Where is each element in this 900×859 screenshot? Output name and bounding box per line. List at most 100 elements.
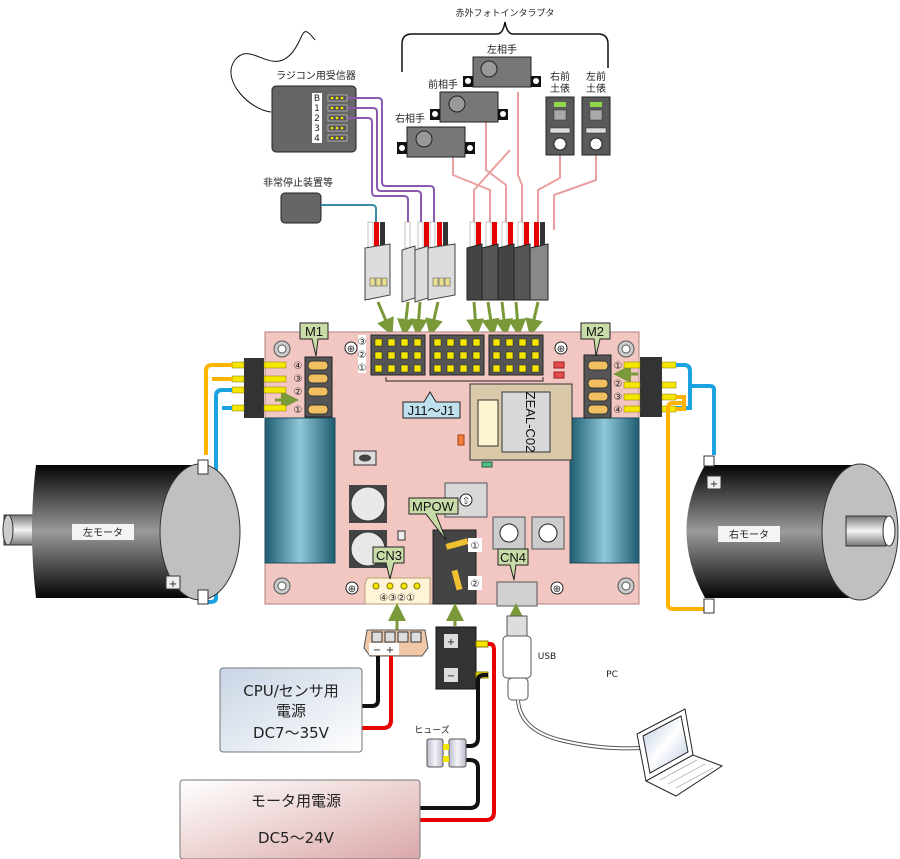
pc-laptop-icon (636, 708, 724, 797)
header-pin (387, 338, 396, 347)
mpow-callout: MPOW (408, 497, 459, 541)
cn3-pins: ④③②① (379, 593, 415, 604)
cpu-supply-line3: DC7〜35V (253, 724, 330, 742)
fuse-label: ヒューズ (414, 724, 450, 736)
ring-right-label-1: 右前 (550, 70, 570, 83)
emergency-stop-device (280, 192, 322, 224)
servo-plugs-white (364, 221, 456, 303)
header-pin (433, 338, 442, 347)
mpow-connector: ① ② (432, 529, 482, 605)
fuse: ヒューズ (414, 724, 467, 768)
mpow-pin-1: ① (471, 541, 480, 552)
header-pin (400, 338, 409, 347)
header-pin (374, 338, 383, 347)
m1-label: M1 (305, 324, 323, 339)
sensor-left-opponent-label: 左相手 (487, 43, 517, 56)
header-pin (492, 338, 501, 347)
header-pin (446, 338, 455, 347)
header-pin (492, 364, 501, 373)
mpow-label: MPOW (412, 499, 455, 514)
usb-label: USB (538, 652, 556, 662)
sensor-wires (452, 92, 597, 230)
mpow-plug: + − (435, 626, 489, 690)
left-motor: 左モータ + (2, 459, 241, 605)
header-pin (446, 351, 455, 360)
svg-text:⊕: ⊕ (557, 344, 565, 355)
receiver-channel-3: 3 (314, 124, 320, 134)
header-pin (472, 351, 481, 360)
svg-text:⊕: ⊕ (348, 584, 356, 595)
emergency-stop-label: 非常停止装置等 (263, 176, 333, 189)
m2-pin-3: ③ (614, 392, 623, 403)
ring-left-label-1: 左前 (586, 70, 606, 83)
header-pin (433, 351, 442, 360)
header-pin (531, 351, 540, 360)
cn4-usb-port (496, 581, 538, 607)
receiver-label: ラジコン用受信器 (276, 70, 356, 82)
cn4-label: CN4 (500, 550, 526, 565)
left-motor-plus: + (169, 579, 177, 590)
motor-power-supply: モータ用電源 DC5〜24V (179, 779, 421, 859)
reset-button-knob (359, 454, 371, 462)
m1-connector: ④ ③ ② ① (275, 356, 333, 418)
m2-pin-1: ① (614, 361, 623, 372)
cn3-callout: CN3 (372, 546, 405, 580)
motor-supply-line2: DC5〜24V (258, 829, 335, 847)
sensor-right-front-ring: 右前 土俵 (545, 70, 575, 156)
cn3-label: CN3 (376, 548, 402, 563)
pc-label: PC (606, 670, 618, 680)
header-pin (433, 364, 442, 373)
mpow-plug-plus: + (447, 637, 455, 648)
sensor-group-label: 赤外フォトインタラプタ (455, 7, 554, 19)
m2-label: M2 (586, 324, 604, 339)
header-pin (459, 351, 468, 360)
header-pin (518, 364, 527, 373)
header-pin (505, 338, 514, 347)
header-j11-j1: ③ ② ① (358, 334, 544, 382)
header-pin (518, 351, 527, 360)
sensor-left-front-ring: 左前 土俵 (581, 70, 611, 156)
header-pin (531, 364, 540, 373)
header-pin (413, 351, 422, 360)
cpu-supply-line1: CPU/センサ用 (243, 682, 339, 700)
motor-supply-line1: モータ用電源 (251, 792, 341, 810)
sensor-group-brace (401, 21, 609, 72)
receiver-wires (348, 97, 435, 228)
cn4-callout: CN4 (497, 548, 529, 581)
sensor-plugs-dark (466, 221, 549, 301)
dip-switch-arrow-icon: ⇧ (462, 496, 470, 507)
zeal-module: ZEAL-C02 (469, 383, 573, 461)
cn3-plug-minus: − (373, 645, 381, 656)
ring-right-label-2: 土俵 (550, 82, 570, 95)
header-callout: J11〜J1 (402, 391, 461, 419)
emergency-stop-wire (321, 204, 377, 228)
right-motor-plus: + (710, 479, 718, 490)
cn3-connector: ④③②① (364, 577, 431, 605)
receiver-channels: B 1 2 3 4 (312, 93, 348, 144)
sensor-right-opponent: 右相手 (395, 112, 475, 158)
receiver-channel-1: 1 (314, 104, 320, 114)
m2-callout: M2 (580, 322, 611, 357)
header-pin (472, 364, 481, 373)
mpow-plug-minus: − (447, 671, 455, 682)
led-green (481, 461, 493, 468)
cn3-plug-plus: + (386, 645, 394, 656)
m1-pin-3: ③ (294, 374, 303, 385)
receiver-antenna (230, 31, 316, 113)
header-pin (505, 351, 514, 360)
m1-pin-2: ② (294, 387, 303, 398)
right-motor: + 右モータ (686, 455, 899, 614)
capacitor-right (569, 417, 640, 564)
m1-pin-4: ④ (294, 361, 303, 372)
sensor-front-opponent: 前相手 (428, 78, 508, 123)
header-pin (459, 364, 468, 373)
connection-arrows-top (376, 301, 543, 337)
sensor-right-opponent-label: 右相手 (395, 112, 425, 125)
m2-pin-2: ② (614, 379, 623, 390)
led-orange (457, 434, 465, 446)
sensor-left-opponent: 左相手 (463, 43, 541, 88)
m1-callout: M1 (299, 322, 329, 357)
header-row-2: ② (358, 350, 367, 361)
header-pin (374, 351, 383, 360)
